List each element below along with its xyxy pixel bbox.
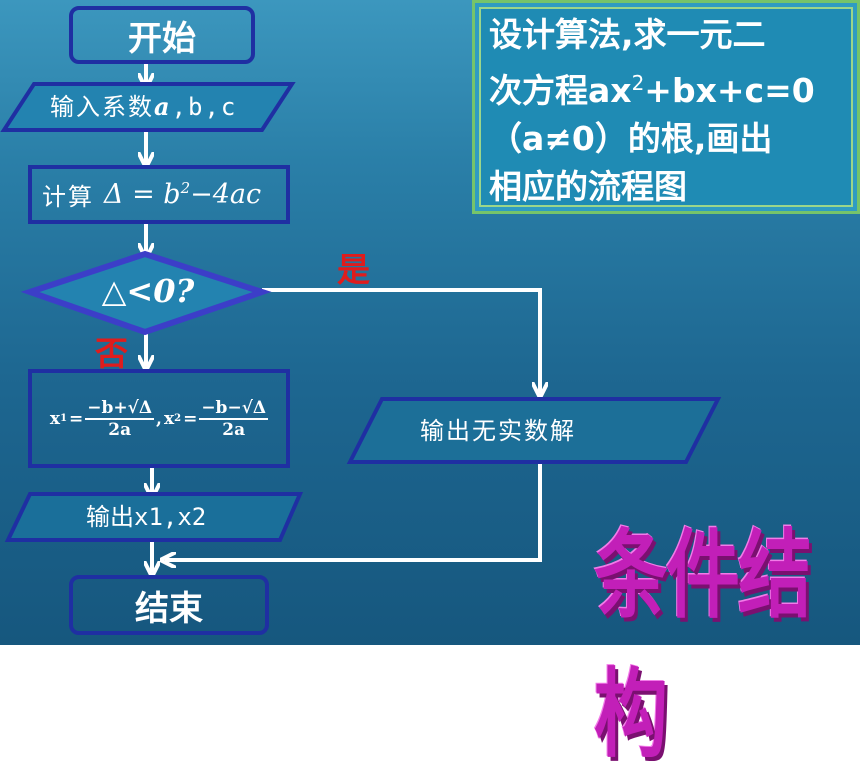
root2-eq: =: [183, 408, 198, 429]
compute-formula: Δ = b2−4ac: [104, 179, 261, 210]
root1-var: x: [49, 408, 61, 429]
problem-statement-panel: 设计算法,求一元二 次方程ax2+bx+c=0 （a≠0）的根,画出 相应的流程…: [472, 0, 860, 214]
input-text: 输入系数a,b,c: [50, 90, 237, 124]
root1-sub: 1: [60, 413, 68, 424]
root2-numerator: −b−√Δ: [199, 397, 269, 420]
problem-line-4: 相应的流程图: [489, 167, 687, 206]
root1-numerator: −b+√Δ: [85, 397, 155, 420]
compute-formula-sup: 2: [180, 179, 191, 197]
problem-line-2-post: +bx+c=0: [644, 71, 815, 110]
compute-prefix: 计算: [42, 183, 94, 211]
output-roots-text: 输出x1,x2: [86, 503, 207, 531]
input-parallelogram: [0, 82, 296, 132]
problem-line-3: （a≠0）的根,画出: [489, 119, 773, 158]
root2-var: x: [163, 408, 175, 429]
output-none-parallelogram: [346, 397, 722, 464]
root2-sub: 2: [174, 413, 182, 424]
problem-line-2: 次方程ax2+bx+c=0: [489, 59, 853, 115]
no-label: 否: [95, 334, 128, 373]
root2-denominator: 2a: [222, 419, 246, 440]
input-coef-a: a: [154, 92, 172, 121]
start-label: 开始: [128, 18, 196, 59]
decision-label: △<0?: [101, 272, 195, 310]
end-label: 结束: [135, 588, 203, 629]
title-art-conditional-structure: 条件结构: [594, 520, 812, 771]
compute-formula-pre: Δ = b: [104, 179, 181, 210]
problem-line-2-sup: 2: [631, 71, 645, 95]
problem-line-2-pre: 次方程ax: [489, 71, 632, 110]
root1-fraction: −b+√Δ 2a: [85, 397, 155, 440]
end-terminal: 结束: [69, 575, 269, 635]
decision-diamond: [20, 250, 272, 336]
compute-process-box: 计算 Δ = b2−4ac: [28, 165, 290, 224]
decision-text: △<0?: [88, 272, 208, 310]
root1-denominator: 2a: [108, 419, 132, 440]
output-none-text: 输出无实数解: [420, 417, 576, 445]
root2-fraction: −b−√Δ 2a: [199, 397, 269, 440]
arrow-yes-branch: [262, 288, 540, 393]
yes-label: 是: [337, 250, 370, 289]
output-roots-parallelogram: [4, 492, 304, 542]
problem-line-1: 设计算法,求一元二: [489, 15, 766, 54]
input-coef-rest: ,b,c: [171, 93, 238, 121]
compute-formula-post: −4ac: [190, 179, 262, 210]
input-prefix: 输入系数: [50, 93, 154, 121]
flow-connectors: [0, 72, 722, 645]
roots-separator: ,: [156, 408, 162, 429]
start-terminal: 开始: [69, 6, 255, 64]
root1-eq: =: [69, 408, 84, 429]
arrow-none-to-end: [165, 448, 542, 560]
